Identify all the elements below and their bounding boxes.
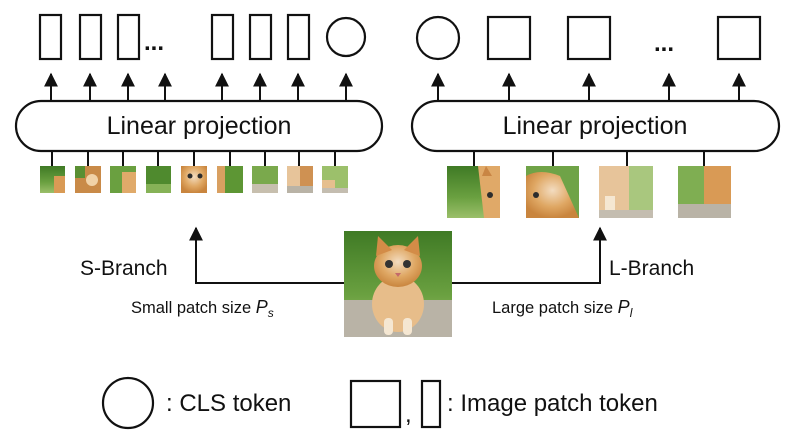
right-patch-token-1	[486, 15, 532, 61]
left-projection-box	[14, 99, 384, 153]
left-patch-token-1	[38, 13, 63, 61]
legend-separator: ,	[405, 401, 412, 428]
left-patch-token-3	[116, 13, 141, 61]
legend: : CLS token , : Image patch token	[101, 376, 658, 430]
right-patch-token-2	[566, 15, 612, 61]
l-branch-arrow	[451, 226, 607, 284]
large-patch-3	[599, 166, 653, 218]
left-ellipsis: ...	[144, 29, 164, 56]
legend-large-patch-icon	[349, 379, 402, 429]
s-branch-label: S-Branch	[80, 257, 168, 280]
left-patch-token-2	[78, 13, 103, 61]
right-patch-token-3	[716, 15, 762, 61]
legend-cls-token-icon	[101, 376, 155, 430]
right-linear-projection: Linear projection	[410, 99, 781, 153]
l-branch-label: L-Branch	[609, 257, 694, 280]
left-patch-connectors	[51, 151, 336, 166]
small-patch-3	[110, 166, 136, 193]
left-linear-projection: Linear projection	[14, 99, 384, 153]
small-patch-1	[40, 166, 65, 193]
branch-connectors	[189, 226, 607, 284]
s-branch-labels: S-Branch Small patch size Ps	[80, 257, 274, 320]
kitten-image	[344, 231, 452, 337]
left-projection-label: Linear projection	[107, 112, 292, 140]
small-patch-2	[75, 166, 101, 193]
small-patch-size-label: Small patch size Ps	[131, 297, 274, 320]
left-small-patches	[40, 166, 348, 193]
small-patch-5	[181, 166, 207, 193]
small-patch-8	[287, 166, 313, 193]
right-output-tokens: ...	[415, 15, 762, 61]
legend-patch-label: : Image patch token	[447, 390, 658, 417]
right-patch-connectors	[473, 151, 705, 166]
right-cls-token	[415, 15, 461, 61]
right-ellipsis: ...	[654, 30, 674, 57]
right-projection-label: Linear projection	[503, 112, 688, 140]
right-output-arrows	[431, 72, 746, 101]
small-patch-6	[217, 166, 243, 193]
right-projection-box	[410, 99, 781, 153]
legend-small-patch-icon	[420, 379, 442, 429]
left-output-tokens: ...	[38, 13, 367, 61]
left-output-arrows	[44, 72, 353, 101]
small-patch-4	[146, 166, 171, 193]
large-patch-size-label: Large patch size Pl	[492, 297, 633, 320]
large-patch-1	[447, 166, 500, 218]
large-patch-2	[526, 166, 579, 218]
l-branch-labels: L-Branch Large patch size Pl	[492, 257, 694, 320]
left-patch-token-5	[248, 13, 273, 61]
legend-cls-label: : CLS token	[166, 390, 291, 417]
left-patch-token-4	[210, 13, 235, 61]
small-patch-7	[252, 166, 278, 193]
s-branch-arrow	[189, 226, 345, 284]
large-patch-4	[678, 166, 731, 218]
left-patch-token-6	[286, 13, 311, 61]
left-cls-token	[325, 16, 367, 58]
small-patch-9	[322, 166, 348, 193]
right-large-patches	[447, 166, 731, 218]
